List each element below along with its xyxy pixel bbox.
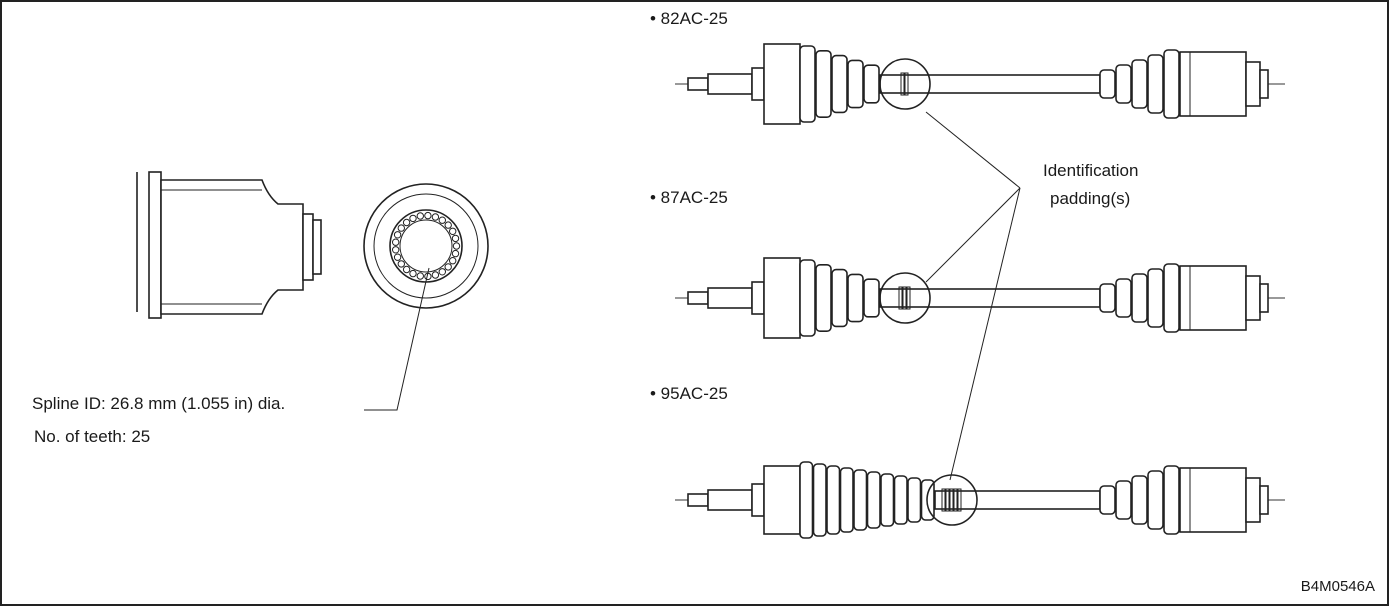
spline-tooth bbox=[424, 211, 432, 220]
outboard-boot bbox=[763, 43, 880, 125]
padding-ring bbox=[902, 286, 907, 310]
spline-tooth bbox=[392, 246, 400, 254]
inboard-boot bbox=[1099, 465, 1180, 535]
identification-label-line1: Identification bbox=[1043, 161, 1138, 180]
shaft-code-label: • 87AC-25 bbox=[650, 188, 728, 207]
spline-tooth bbox=[402, 218, 411, 227]
identification-padding-circle bbox=[879, 272, 931, 324]
shaft-stub-end bbox=[687, 281, 765, 315]
teeth-count-label: No. of teeth: 25 bbox=[34, 427, 150, 446]
shaft-stub-end bbox=[687, 483, 765, 517]
spline-leader-line bbox=[364, 267, 430, 411]
inboard-boot bbox=[1099, 49, 1180, 119]
spline-tooth bbox=[444, 263, 452, 271]
identification-label-line2: padding(s) bbox=[1050, 189, 1130, 208]
spline-tooth bbox=[449, 257, 457, 265]
padding-ring bbox=[945, 488, 950, 512]
padding-ring bbox=[953, 488, 958, 512]
padding-ring bbox=[898, 286, 903, 310]
padding-ring bbox=[906, 286, 911, 310]
spline-tooth bbox=[416, 212, 424, 220]
shaft-95ac-25: • 95AC-25 bbox=[650, 384, 1285, 539]
spline-tooth bbox=[431, 213, 440, 221]
drive-shaft-drawings: • 82AC-25 • 87AC-25 • 95AC-25 bbox=[650, 9, 1285, 539]
spline-tooth bbox=[397, 224, 405, 232]
shaft-bar bbox=[934, 490, 1101, 510]
shaft-stub-end bbox=[687, 67, 765, 101]
spline-tooth bbox=[438, 268, 446, 276]
spline-id-label: Spline ID: 26.8 mm (1.055 in) dia. bbox=[32, 394, 285, 413]
spline-tooth bbox=[393, 231, 402, 239]
spline-tooth bbox=[402, 265, 411, 274]
spline-tooth bbox=[451, 234, 460, 243]
shaft-bar bbox=[879, 74, 1101, 94]
shaft-code-label: • 95AC-25 bbox=[650, 384, 728, 403]
inboard-joint-housing bbox=[1179, 51, 1247, 117]
spline-tooth bbox=[438, 216, 446, 224]
padding-ring bbox=[900, 72, 905, 96]
identification-leaders bbox=[925, 111, 1021, 481]
spline-teeth bbox=[392, 211, 461, 281]
padding-ring bbox=[949, 488, 954, 512]
padding-ring bbox=[957, 488, 962, 512]
spline-tooth bbox=[449, 227, 457, 236]
joint-side-view bbox=[136, 171, 322, 319]
padding-ring bbox=[941, 488, 946, 512]
spline-tooth bbox=[444, 221, 452, 229]
outboard-boot bbox=[763, 461, 935, 539]
figure-code: B4M0546A bbox=[1301, 578, 1375, 595]
shaft-code-label: • 82AC-25 bbox=[650, 9, 728, 28]
identification-padding-circle bbox=[926, 474, 978, 526]
shaft-82ac-25: • 82AC-25 bbox=[650, 9, 1285, 125]
padding-ring bbox=[904, 72, 909, 96]
spline-tooth bbox=[392, 238, 400, 246]
shaft-bar bbox=[879, 288, 1101, 308]
spline-end-view bbox=[363, 183, 489, 309]
spline-tooth bbox=[452, 242, 461, 250]
spline-tooth bbox=[397, 260, 405, 268]
shaft-87ac-25: • 87AC-25 bbox=[650, 188, 1285, 339]
spline-tooth bbox=[431, 271, 440, 279]
spline-tooth bbox=[451, 249, 460, 258]
spline-tooth bbox=[393, 253, 402, 261]
inboard-boot bbox=[1099, 263, 1180, 333]
spline-tooth bbox=[409, 214, 417, 223]
outboard-boot bbox=[763, 257, 880, 339]
identification-padding-circle bbox=[879, 58, 931, 110]
spline-tooth bbox=[409, 269, 417, 278]
spline-tooth bbox=[416, 272, 424, 280]
